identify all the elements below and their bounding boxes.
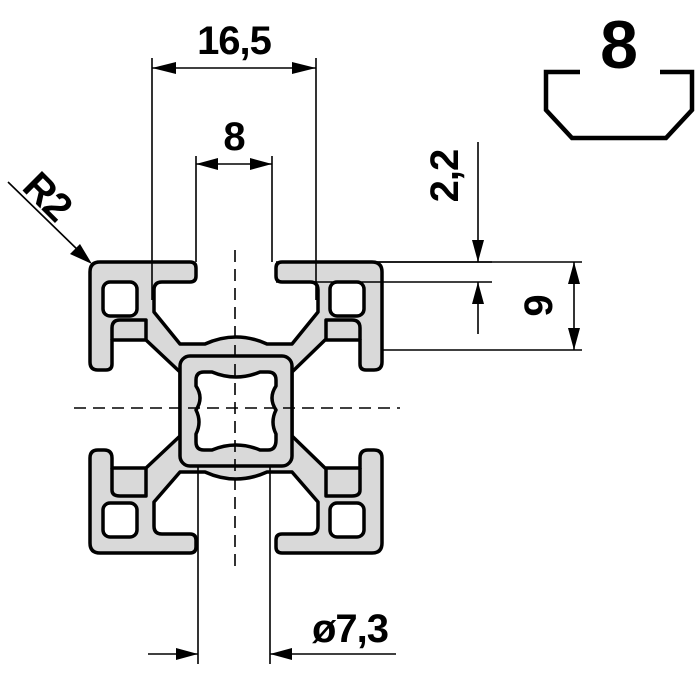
dimension-slot-depth: 9 bbox=[372, 261, 582, 351]
dimension-slot-width: 8 bbox=[195, 115, 273, 262]
core-bore-label: ø7,3 bbox=[312, 607, 388, 651]
corner-radius-label: R2 bbox=[14, 164, 80, 230]
corner-cavity-bottom-left bbox=[101, 501, 139, 539]
corner-cavity-top-left bbox=[101, 280, 139, 318]
dimension-slot-span: 16,5 bbox=[151, 19, 317, 300]
slot-span-label: 16,5 bbox=[197, 19, 272, 63]
slot-width-label: 8 bbox=[223, 115, 245, 159]
t-slot-icon bbox=[543, 69, 695, 141]
lip-thickness-label: 2,2 bbox=[423, 150, 467, 203]
center-bore bbox=[194, 370, 278, 452]
slot-size-label: 8 bbox=[600, 7, 638, 83]
dimension-corner-radius: R2 bbox=[7, 164, 92, 264]
slot-size-badge: 8 bbox=[543, 7, 695, 141]
dimension-lip-thickness: 2,2 bbox=[276, 142, 492, 334]
slot-depth-label: 9 bbox=[517, 295, 561, 316]
dimension-core-bore: ø7,3 bbox=[148, 466, 396, 664]
center-lines bbox=[74, 250, 400, 570]
corner-cavity-bottom-right bbox=[328, 501, 366, 539]
corner-cavity-top-right bbox=[328, 280, 366, 318]
